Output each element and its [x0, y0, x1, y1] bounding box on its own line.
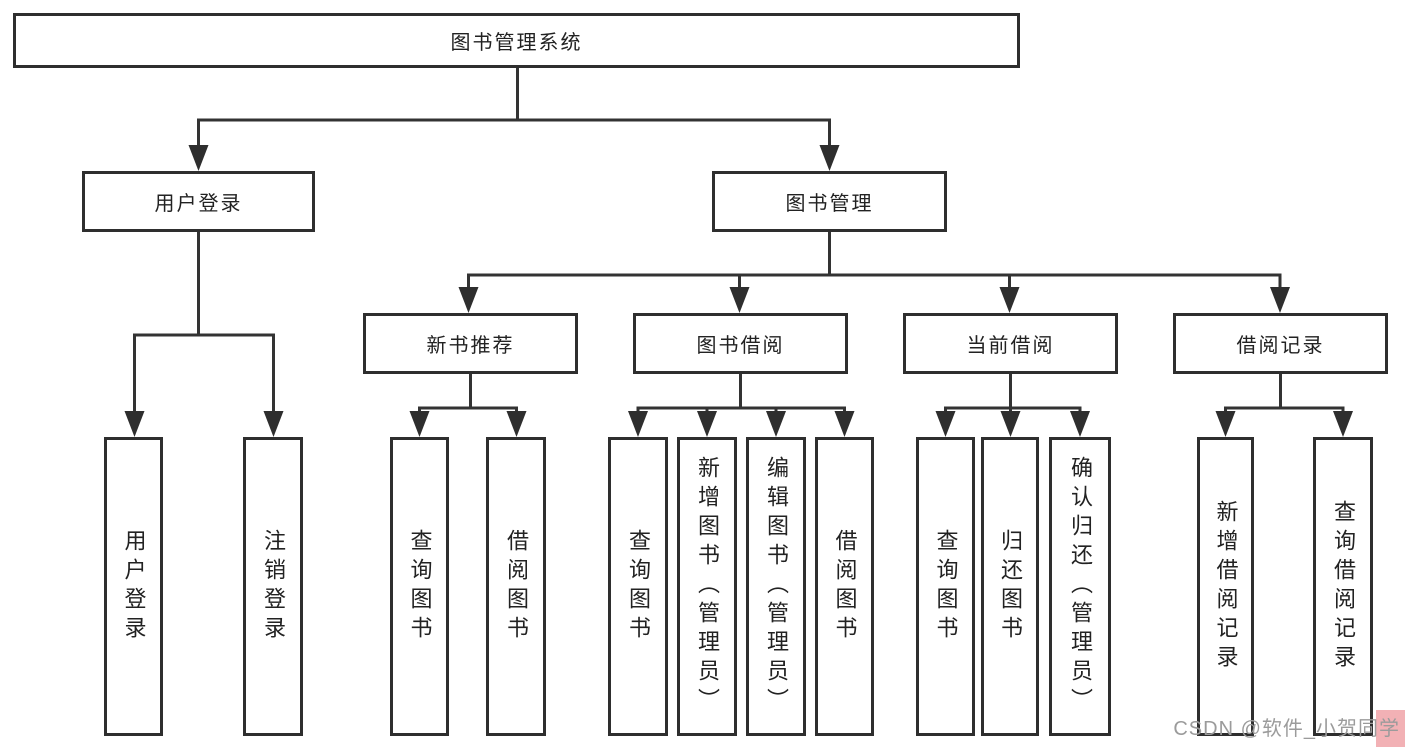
node-book-management: 图书管理 — [712, 171, 947, 232]
node-leaf-borrow-books: 借阅图书 — [815, 437, 874, 736]
node-label: 当前借阅 — [966, 335, 1055, 357]
connector-paths — [133, 66, 1345, 414]
node-leaf-user-login: 用户登录 — [104, 437, 163, 736]
node-leaf-return-books: 归还图书 — [981, 437, 1039, 736]
node-label: 新增借阅记录 — [1213, 499, 1239, 674]
node-label: 借阅图书 — [832, 528, 858, 645]
node-leaf-query-books-borrowing: 查询图书 — [608, 437, 668, 736]
node-label: 确认归还（管理员） — [1068, 456, 1093, 717]
node-leaf-query-borrow-record: 查询借阅记录 — [1313, 437, 1373, 736]
node-label: 图书管理系统 — [450, 32, 583, 54]
node-new-book-recommendation: 新书推荐 — [363, 313, 578, 374]
node-label: 借阅图书 — [504, 528, 529, 645]
arrowheads — [124, 145, 1353, 437]
node-leaf-logout: 注销登录 — [243, 437, 303, 736]
node-label: 新书推荐 — [426, 335, 515, 357]
node-label: 借阅记录 — [1236, 335, 1325, 357]
node-label: 图书管理 — [785, 193, 874, 215]
node-book-borrowing: 图书借阅 — [633, 313, 848, 374]
node-leaf-borrow-books-recommend: 借阅图书 — [486, 437, 546, 736]
node-label: 编辑图书（管理员） — [764, 456, 789, 717]
node-label: 注销登录 — [261, 528, 286, 645]
node-label: 查询借阅记录 — [1331, 499, 1356, 674]
node-label: 查询图书 — [407, 528, 433, 645]
node-label: 用户登录 — [154, 193, 243, 215]
node-label: 查询图书 — [933, 528, 959, 645]
node-leaf-query-books-current: 查询图书 — [916, 437, 975, 736]
watermark-accent-block — [1376, 710, 1405, 747]
node-label: 查询图书 — [626, 528, 651, 645]
node-label: 图书借阅 — [696, 335, 785, 357]
node-label: 用户登录 — [121, 528, 147, 645]
node-label: 归还图书 — [998, 528, 1023, 645]
node-leaf-add-borrow-record: 新增借阅记录 — [1197, 437, 1254, 736]
node-borrowing-records: 借阅记录 — [1173, 313, 1388, 374]
node-leaf-query-books-recommend: 查询图书 — [390, 437, 449, 736]
node-leaf-add-books-admin: 新增图书（管理员） — [677, 437, 737, 736]
watermark-text: CSDN @软件_小贺同学 — [1173, 718, 1400, 740]
node-leaf-confirm-return-admin: 确认归还（管理员） — [1049, 437, 1111, 736]
node-label: 新增图书（管理员） — [695, 456, 720, 717]
node-user-login: 用户登录 — [82, 171, 315, 232]
node-current-borrowing: 当前借阅 — [903, 313, 1118, 374]
node-library-management-system: 图书管理系统 — [13, 13, 1020, 68]
node-leaf-edit-books-admin: 编辑图书（管理员） — [746, 437, 806, 736]
